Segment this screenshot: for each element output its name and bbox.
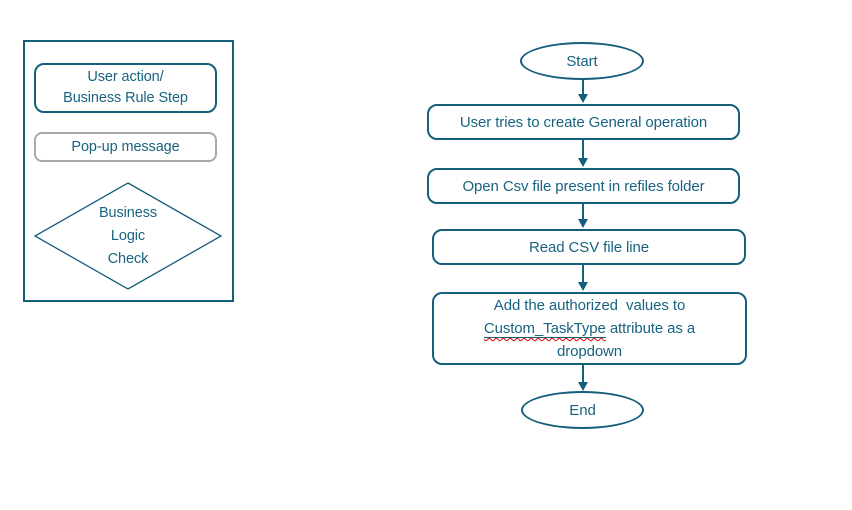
- legend-box: User action/ Business Rule Step Pop-up m…: [23, 40, 234, 302]
- flow-node-open-csv: Open Csv file present in refiles folder: [427, 168, 740, 204]
- legend-popup-message-shape: Pop-up message: [34, 132, 217, 162]
- flow-node-add-values-line1: Add the authorized values to: [493, 297, 686, 314]
- flow-node-open-csv-label: Open Csv file present in refiles folder: [462, 177, 705, 195]
- legend-user-action-line1: User action/: [87, 69, 164, 85]
- flow-node-start: Start: [520, 42, 644, 80]
- arrow-step4-to-end: [578, 365, 588, 391]
- flow-node-end-label: End: [569, 401, 596, 419]
- flow-node-read-csv-label: Read CSV file line: [529, 238, 649, 256]
- legend-business-logic-shape: Business Logic Check: [33, 181, 223, 291]
- flow-node-create-operation-label: User tries to create General operation: [459, 113, 708, 131]
- legend-user-action-line2: Business Rule Step: [63, 90, 188, 106]
- arrow-step2-to-step3: [578, 204, 588, 228]
- flow-node-add-values: Add the authorized values to Custom_Task…: [432, 292, 747, 365]
- flow-node-add-values-line3: dropdown: [556, 343, 623, 360]
- flow-node-read-csv: Read CSV file line: [432, 229, 746, 265]
- legend-logic-check-line3: Check: [107, 250, 149, 267]
- flow-node-start-label: Start: [566, 52, 598, 70]
- arrowhead-down-icon: [578, 219, 588, 228]
- flow-node-add-values-misspelled-word: Custom_TaskType: [483, 320, 606, 338]
- legend-logic-check-line1: Business: [98, 204, 158, 221]
- arrowhead-down-icon: [578, 382, 588, 391]
- legend-user-action-shape: User action/ Business Rule Step: [34, 63, 217, 113]
- arrowhead-down-icon: [578, 282, 588, 291]
- arrow-start-to-step1: [578, 80, 588, 103]
- arrow-step1-to-step2: [578, 140, 588, 167]
- diamond-outline-icon: [33, 182, 223, 290]
- flow-node-end: End: [521, 391, 644, 429]
- arrow-step3-to-step4: [578, 265, 588, 291]
- arrowhead-down-icon: [578, 94, 588, 103]
- legend-popup-message-label: Pop-up message: [71, 138, 180, 155]
- flow-node-create-operation: User tries to create General operation: [427, 104, 740, 140]
- flow-node-add-values-line2-rest: attribute as a: [605, 320, 696, 337]
- legend-logic-check-line2: Logic: [110, 227, 146, 244]
- arrowhead-down-icon: [578, 158, 588, 167]
